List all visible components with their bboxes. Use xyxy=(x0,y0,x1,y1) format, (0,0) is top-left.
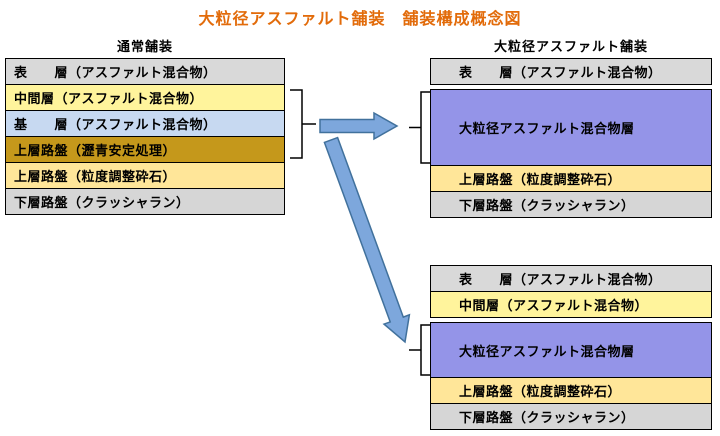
layer-label: 上層路盤（粒度調整砕石） xyxy=(14,169,177,184)
layer-row-large-asphalt: 大粒径アスファルト混合物層 xyxy=(430,322,712,378)
layer-row-middle: 中間層（アスファルト混合物） xyxy=(5,84,285,111)
layer-label: 上層路盤（粒度調整砕石） xyxy=(459,384,622,399)
layer-row-upper-bitumen: 上層路盤（瀝青安定処理） xyxy=(5,136,285,163)
large-pavement-table: 表 層（アスファルト混合物） 大粒径アスファルト混合物層 上層路盤（粒度調整砕石… xyxy=(430,58,712,218)
layer-label: 大粒径アスファルト混合物層 xyxy=(459,121,635,136)
normal-pavement-label: 通常舗装 xyxy=(116,39,173,54)
layer-row-upper-graded: 上層路盤（粒度調整砕石） xyxy=(430,165,712,192)
right-arrow-icon xyxy=(319,111,399,141)
bottom-right-bracket xyxy=(409,324,431,376)
normal-pavement-table: 表 層（アスファルト混合物） 中間層（アスファルト混合物） 基 層（アスファルト… xyxy=(5,58,285,215)
layer-label: 下層路盤（クラッシャラン） xyxy=(14,195,190,210)
left-group-bracket xyxy=(290,89,316,159)
layer-row-lower: 下層路盤（クラッシャラン） xyxy=(430,403,712,430)
layer-row-lower: 下層路盤（クラッシャラン） xyxy=(5,188,285,215)
layer-row-upper-graded: 上層路盤（粒度調整砕石） xyxy=(5,162,285,189)
diagonal-arrow-icon xyxy=(323,136,411,344)
layer-row-large-asphalt: 大粒径アスファルト混合物層 xyxy=(430,89,712,166)
layer-row-surface: 表 層（アスファルト混合物） xyxy=(5,58,285,85)
layer-label: 下層路盤（クラッシャラン） xyxy=(459,410,635,425)
layer-label: 下層路盤（クラッシャラン） xyxy=(459,198,635,213)
layer-label: 基 層（アスファルト混合物） xyxy=(14,117,217,132)
layer-row-lower: 下層路盤（クラッシャラン） xyxy=(430,191,712,218)
layer-row-middle: 中間層（アスファルト混合物） xyxy=(430,291,712,318)
layer-row-upper-graded: 上層路盤（粒度調整砕石） xyxy=(430,377,712,404)
layer-label: 大粒径アスファルト混合物層 xyxy=(459,343,635,359)
large-pavement-label: 大粒径アスファルト舗装 xyxy=(493,39,648,54)
layer-row-surface: 表 層（アスファルト混合物） xyxy=(430,265,712,292)
layer-label: 上層路盤（瀝青安定処理） xyxy=(14,143,177,158)
layer-label: 上層路盤（粒度調整砕石） xyxy=(459,172,622,187)
layer-row-base: 基 層（アスファルト混合物） xyxy=(5,110,285,137)
layer-label: 表 層（アスファルト混合物） xyxy=(14,65,217,80)
large-pavement-alt-table: 表 層（アスファルト混合物） 中間層（アスファルト混合物） 大粒径アスファルト混… xyxy=(430,265,712,430)
layer-row-surface: 表 層（アスファルト混合物） xyxy=(430,58,712,85)
layer-label: 中間層（アスファルト混合物） xyxy=(14,91,204,106)
top-right-bracket xyxy=(409,91,431,164)
layer-label: 表 層（アスファルト混合物） xyxy=(459,272,662,287)
layer-label: 中間層（アスファルト混合物） xyxy=(459,298,649,313)
page-title: 大粒径アスファルト舗装 舗装構成概念図 xyxy=(198,11,522,28)
layer-label: 表 層（アスファルト混合物） xyxy=(459,65,662,80)
